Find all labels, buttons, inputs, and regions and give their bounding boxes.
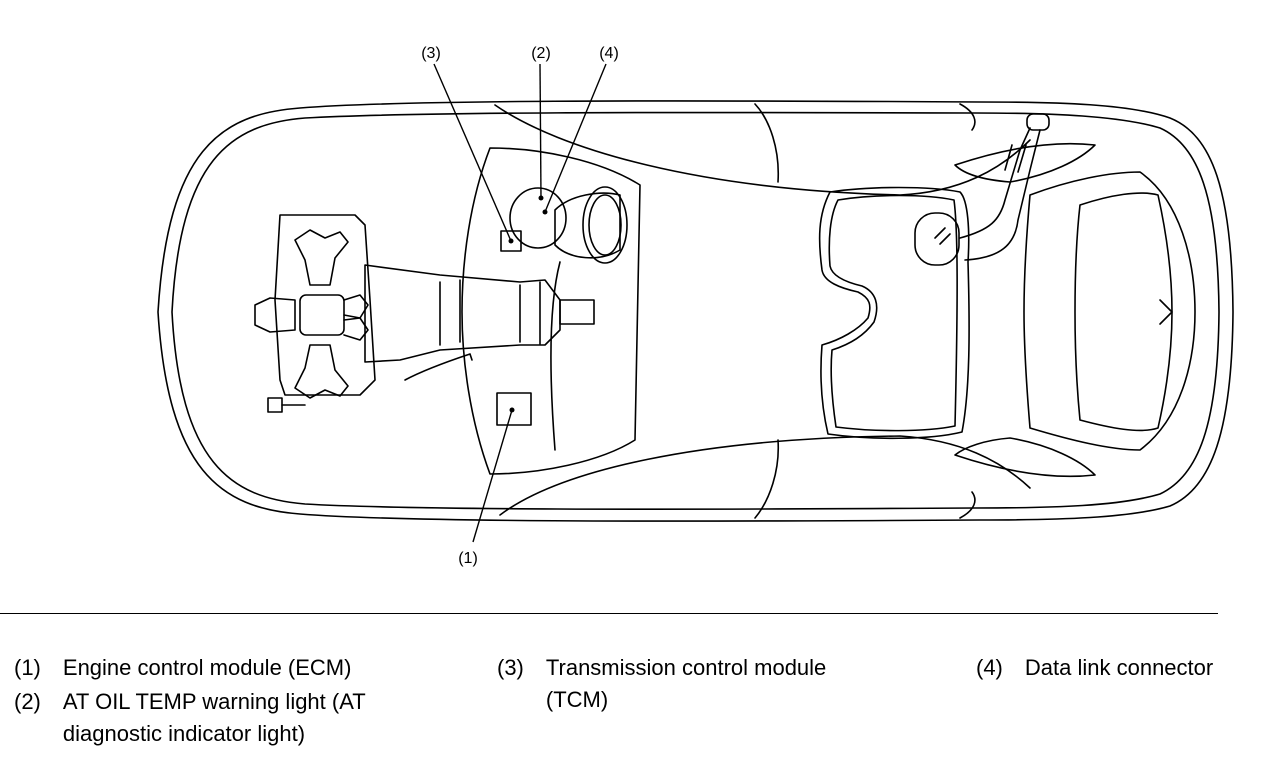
legend-number: (1) [14, 655, 41, 680]
engine-sensor [267, 397, 283, 413]
leader-dot-2 [538, 195, 544, 201]
cabin-lower-edge [499, 435, 1031, 516]
callout-label-1: (1) [458, 550, 478, 567]
transmission-tail [559, 299, 595, 325]
rear-quarter-window-lower [954, 437, 1096, 478]
rear-glass-inner [1074, 192, 1173, 432]
transmission-ribs [439, 279, 541, 346]
callout-label-3: (3) [421, 45, 441, 62]
legend-item-tcm: (3) Transmission control module (TCM) [497, 652, 897, 716]
cabin-upper-edge [494, 104, 1031, 196]
fuel-filler-cap [1026, 113, 1050, 131]
fuel-tank [818, 186, 970, 440]
callout-label-4: (4) [599, 45, 619, 62]
rear-window [1023, 171, 1196, 451]
engine-left-mount [254, 297, 296, 333]
engine-detail-lower [294, 344, 349, 399]
legend-number: (4) [976, 655, 1003, 680]
leader-line-1 [472, 409, 513, 543]
fuel-pump-cover [914, 212, 960, 266]
windshield [461, 147, 641, 475]
engine-right-arms [343, 294, 369, 341]
legend-number: (3) [497, 655, 524, 680]
leader-dot-3 [508, 238, 514, 244]
car-body-outline [157, 100, 1234, 522]
callout-label-2: (2) [531, 45, 551, 62]
car-body-inner-outline [171, 111, 1220, 510]
engine-block [274, 214, 376, 396]
ecm-unit [496, 392, 532, 426]
roof-line-upper [754, 103, 780, 183]
legend-item-data-link-connector: (4) Data link connector [976, 652, 1213, 684]
engine-detail-upper [294, 229, 349, 286]
leader-line-2 [539, 63, 542, 199]
legend-item-at-oil-temp-light: (2) AT OIL TEMP warning light (AT diagno… [14, 686, 434, 750]
steering-wheel [582, 186, 628, 264]
rear-quarter-window-upper [954, 142, 1096, 183]
fuel-pump-detail [934, 227, 951, 245]
legend-divider [0, 613, 1218, 614]
leader-line-3 [433, 63, 512, 242]
vehicle-layout-diagram: (3) (2) (4) (1) [157, 45, 1234, 567]
door-line-lower [959, 491, 976, 519]
leader-line-4 [544, 63, 607, 213]
fuel-filler-pipe [959, 127, 1041, 261]
legend-text: Engine control module (ECM) [62, 655, 352, 680]
transmission-case [364, 264, 561, 363]
trunk-crease [1159, 299, 1173, 325]
engine-center-housing [299, 294, 345, 336]
fuel-tank-inner [828, 194, 958, 432]
dash-console-line [550, 261, 561, 451]
door-line-upper [959, 103, 976, 131]
leader-dot-4 [542, 209, 548, 215]
legend-text: Data link connector [1024, 655, 1214, 680]
steering-wheel-inner [588, 194, 622, 256]
leader-dot-1 [509, 407, 515, 413]
roof-line-lower [754, 439, 780, 519]
shift-cable [404, 353, 473, 381]
fuel-filler-pipe-2 [1004, 144, 1027, 173]
legend-number: (2) [14, 689, 41, 714]
combination-meter [509, 187, 567, 249]
legend-text: Transmission control module (TCM) [545, 655, 827, 712]
tcm-unit [500, 230, 522, 252]
steering-column [554, 192, 621, 259]
legend-item-ecm: (1) Engine control module (ECM) [14, 652, 351, 684]
legend-text: AT OIL TEMP warning light (AT diagnostic… [62, 689, 366, 746]
